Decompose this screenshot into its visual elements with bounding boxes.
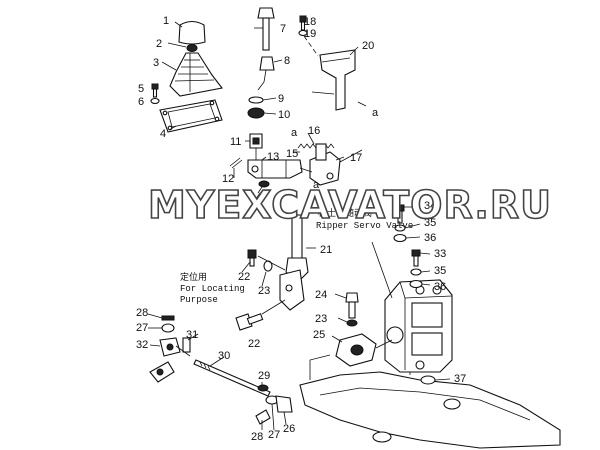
label-2: 2 [156, 38, 162, 50]
label-9: 9 [278, 93, 284, 105]
label-3: 3 [153, 57, 159, 69]
locating-label-cn: 定位用 [180, 271, 207, 283]
locating-label-en-2: Purpose [180, 295, 218, 305]
joint-8 [259, 56, 275, 71]
label-a-right: a [372, 107, 379, 119]
label-23-lower: 23 [315, 313, 327, 325]
bushing-10 [247, 107, 265, 119]
lever-25 [335, 333, 377, 367]
clip-28-upper [161, 315, 175, 321]
label-35-upper: 35 [424, 217, 436, 229]
label-37: 37 [454, 373, 466, 385]
label-28-lower: 28 [251, 431, 263, 443]
label-15: 15 [286, 148, 298, 160]
label-11: 11 [230, 136, 241, 148]
joint-32 [159, 337, 181, 357]
rod-30 [193, 359, 271, 397]
label-7: 7 [280, 23, 286, 35]
bolt-31 [182, 337, 191, 353]
boot-plate [159, 99, 223, 133]
label-32: 32 [136, 339, 148, 351]
washer-35-lower [410, 268, 422, 276]
label-33: 33 [434, 248, 446, 260]
label-10: 10 [278, 109, 290, 121]
label-a-top: a [291, 127, 298, 139]
ripper-servo-valve-label-cn: 松土器随动阀 [318, 207, 372, 219]
label-5: 5 [138, 83, 144, 95]
oring-36-upper [393, 233, 407, 243]
label-19: 19 [304, 28, 316, 40]
control-knob [178, 20, 206, 45]
label-13: 13 [267, 151, 279, 163]
label-14: 14 [250, 191, 262, 203]
label-35-lower: 35 [434, 265, 446, 277]
label-6: 6 [138, 96, 144, 108]
nut-27-upper [161, 323, 175, 333]
bolt-22-lower [235, 313, 264, 331]
label-31: 31 [186, 329, 198, 341]
lever-17 [309, 143, 341, 186]
label-24: 24 [315, 289, 327, 301]
nut-2 [186, 44, 198, 52]
watermark: MYEXCAVATOR.RU [148, 183, 552, 227]
bolt-24 [345, 292, 359, 319]
clip-28-lower [255, 409, 271, 425]
label-30: 30 [218, 350, 230, 362]
label-27-upper: 27 [136, 322, 148, 334]
leader-lines [147, 21, 451, 431]
label-36-upper: 36 [424, 232, 436, 244]
bolt-33 [411, 249, 421, 267]
label-18: 18 [304, 16, 316, 28]
label-36-lower: 36 [434, 281, 446, 293]
oring-37 [420, 375, 436, 385]
nut-29 [257, 384, 269, 392]
shift-rod [257, 7, 275, 51]
label-22-upper: 22 [238, 271, 250, 283]
bracket-20 [319, 49, 356, 111]
nut-14 [258, 180, 270, 188]
label-28-upper: 28 [136, 307, 148, 319]
label-23-upper: 23 [258, 285, 270, 297]
label-12: 12 [222, 173, 234, 185]
label-22-lower: 22 [248, 338, 260, 350]
joint-26 [275, 395, 293, 413]
label-1: 1 [163, 15, 169, 27]
lever-boot [169, 52, 223, 97]
label-21: 21 [320, 244, 332, 256]
oring-36-lower [409, 279, 423, 289]
label-25: 25 [313, 329, 325, 341]
label-8: 8 [284, 55, 290, 67]
washer-9 [248, 96, 264, 104]
washer-23-lower [346, 319, 358, 327]
link-13 [247, 159, 303, 179]
pin-12 [229, 157, 243, 169]
part-labels: 1 2 3 5 6 4 7 8 9 10 11 13 12 14 15 a 16… [136, 15, 466, 443]
label-27-lower: 27 [268, 429, 280, 441]
label-34: 34 [424, 200, 436, 212]
nut-11 [249, 133, 263, 149]
label-16: 16 [308, 125, 320, 137]
label-20: 20 [362, 40, 374, 52]
locating-label-en-1: For Locating [180, 284, 245, 294]
label-26: 26 [283, 423, 295, 435]
bolt-34 [395, 204, 405, 224]
ripper-servo-valve-label-en: Ripper Servo Valve [316, 221, 413, 231]
shaft-21 [279, 214, 309, 311]
annotations: 松土器随动阀 Ripper Servo Valve 定位用 For Locati… [180, 207, 413, 305]
washer-19 [298, 29, 308, 37]
ripper-servo-valve [384, 279, 453, 373]
label-4: 4 [160, 128, 166, 140]
frame-base [299, 319, 561, 449]
washer-6 [150, 97, 160, 105]
label-17: 17 [350, 152, 362, 164]
label-29: 29 [258, 370, 270, 382]
label-a-bottom: a [313, 179, 320, 191]
ball-end [149, 361, 175, 383]
bolt-5 [151, 83, 159, 98]
